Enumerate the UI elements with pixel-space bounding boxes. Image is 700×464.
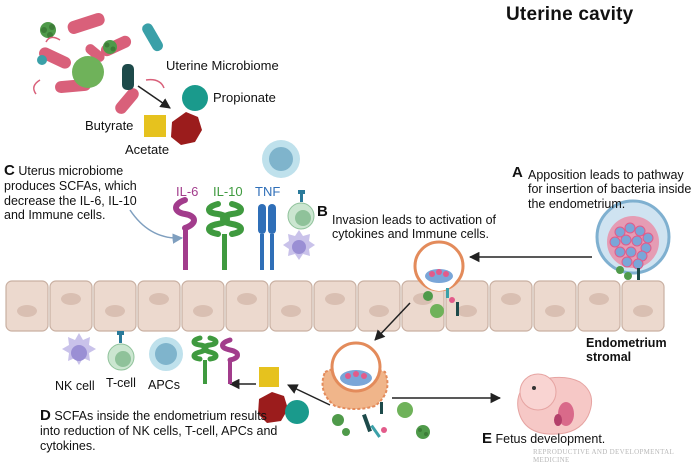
epithelial-cell: [137, 280, 181, 332]
nk-cell-bottom: [62, 333, 96, 365]
epithelial-cell: [225, 280, 269, 332]
blastocyst-apposition: [595, 199, 671, 280]
il6-label: IL-6: [176, 184, 199, 199]
nk-cell-top: [283, 230, 315, 260]
tcell-top: [287, 190, 315, 230]
step-e-text: E Fetus development.: [482, 430, 605, 447]
il10-receptor: [206, 201, 244, 270]
propionate-label: Propionate: [213, 90, 276, 105]
step-c-letter: C: [4, 162, 15, 179]
tcell-bottom: [107, 331, 135, 371]
step-d-body: SCFAs inside the endometrium results int…: [40, 409, 278, 453]
cell-nucleus: [589, 293, 609, 305]
step-b-text: Invasion leads to activation of cytokine…: [332, 213, 496, 242]
blastocyst-implanted: [321, 341, 430, 439]
arrow-c-to-cytokines: [129, 209, 184, 244]
journal-watermark: REPRODUCTIVE AND DEVELOPMENTAL MEDICINE: [533, 448, 674, 464]
blastocyst-cell: [632, 258, 644, 270]
arrow-bacteria-to-scfa: [137, 85, 171, 109]
cytokines-bottom: [191, 335, 240, 384]
epithelial-cell: [313, 280, 357, 332]
blastocyst-invasion: [413, 240, 465, 318]
arrow-b-to-c: [374, 302, 411, 341]
blastocyst-cell: [631, 235, 643, 247]
step-d-letter: D: [40, 407, 51, 424]
blastocyst-cell: [621, 256, 633, 268]
cell-nucleus: [237, 293, 257, 305]
step-c-body: Uterus microbiome produces SCFAs, which …: [4, 164, 137, 222]
diagram-title: Uterine cavity: [506, 4, 634, 25]
cell-nucleus: [149, 293, 169, 305]
step-b-letter: B: [317, 203, 328, 220]
il10-label: IL-10: [213, 184, 243, 199]
cell-nucleus: [633, 305, 653, 317]
propionate-circle-bottom: [285, 400, 309, 424]
endometrium-stromal-label: Endometrium stromal: [586, 336, 667, 365]
butyrate-label: Butyrate: [85, 118, 134, 133]
apc-cell-bottom: [149, 337, 183, 371]
step-a-letter: A: [512, 164, 523, 181]
blastocyst-cell: [625, 246, 637, 258]
cell-nucleus: [105, 305, 125, 317]
cell-nucleus: [61, 293, 81, 305]
blastocyst-cell: [624, 222, 636, 234]
step-e-body: Fetus development.: [495, 432, 606, 446]
step-e-letter: E: [482, 430, 493, 447]
epithelial-cell: [577, 280, 621, 332]
butyrate-square-bottom: [259, 367, 279, 387]
cell-nucleus: [17, 305, 37, 317]
cell-nucleus: [193, 305, 213, 317]
apcs-label: APCs: [148, 378, 180, 392]
blastocyst-cell: [642, 232, 654, 244]
acetate-label: Acetate: [125, 142, 170, 157]
tnf-receptor: [258, 204, 276, 270]
blastocyst-cell: [620, 234, 632, 246]
epithelial-cell: [489, 280, 533, 332]
tnf-label: TNF: [255, 184, 281, 199]
uterine-microbiome-label: Uterine Microbiome: [166, 58, 279, 73]
blastocyst-cell: [634, 225, 646, 237]
step-d-text: D SCFAs inside the endometrium results i…: [40, 407, 280, 453]
nk-cell-label: NK cell: [55, 379, 95, 393]
fetus-illustration: [517, 373, 593, 435]
apc-cell-top: [262, 140, 300, 178]
step-a-text: Apposition leads to pathway for insertio…: [528, 168, 692, 211]
cell-nucleus: [501, 293, 521, 305]
butyrate-square: [144, 115, 166, 137]
endometrium-epithelium: [5, 280, 665, 332]
bacteria-cluster: [33, 12, 165, 114]
il6-receptor: [173, 197, 197, 270]
arrow-to-scfa-bottom: [287, 384, 331, 406]
tcell-label: T-cell: [106, 376, 136, 390]
propionate-circle: [182, 85, 208, 111]
cell-nucleus: [457, 305, 477, 317]
blastocyst-cell: [614, 226, 626, 238]
cell-nucleus: [281, 305, 301, 317]
cell-nucleus: [325, 293, 345, 305]
blastocyst-cell: [609, 236, 621, 248]
epithelial-cell: [49, 280, 93, 332]
acetate-heptagon-bottom: [258, 392, 288, 423]
cell-nucleus: [545, 305, 565, 317]
cell-nucleus: [369, 305, 389, 317]
step-c-text: C Uterus microbiome produces SCFAs, whic…: [4, 162, 154, 222]
acetate-heptagon: [171, 112, 202, 145]
blastocyst-cell: [614, 246, 626, 258]
